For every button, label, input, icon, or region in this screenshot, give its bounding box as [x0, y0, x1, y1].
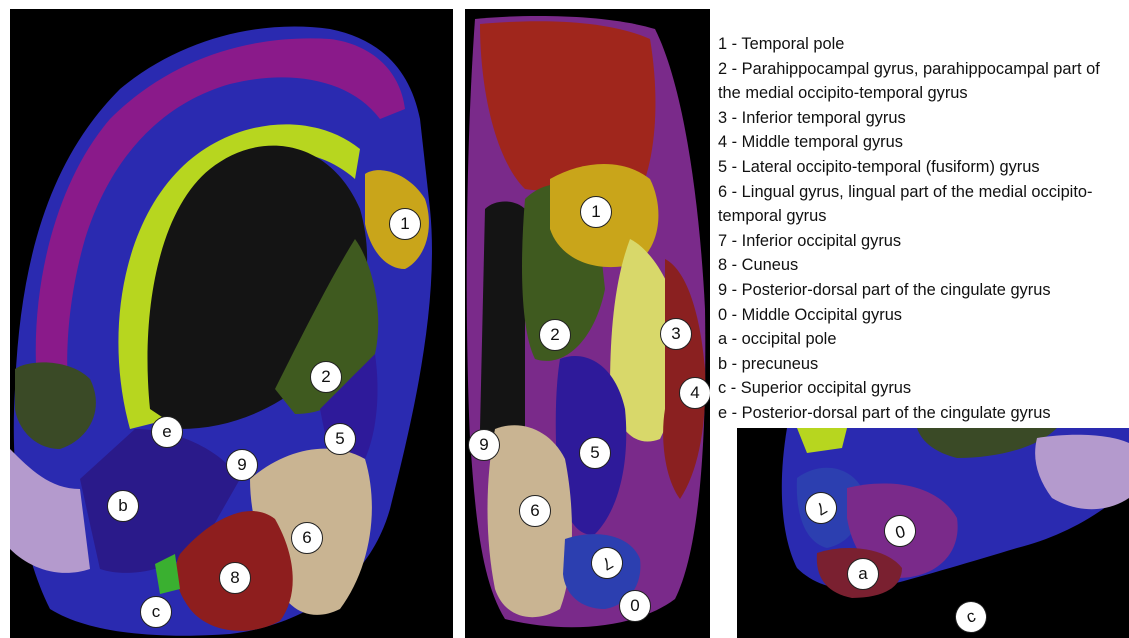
medial-view-panel: 1 2 5 e 9 b 6 8 c	[10, 9, 453, 638]
ventral-view-panel: 1 2 3 4 9 5 6 7 0	[465, 9, 710, 638]
legend-item-0: 0 - Middle Occipital gyrus	[718, 303, 1123, 328]
marker-medial-5: 5	[324, 423, 356, 455]
marker-ventral-2: 2	[539, 319, 571, 351]
marker-ventral-5: 5	[579, 437, 611, 469]
marker-ventral-6: 6	[519, 495, 551, 527]
legend-item-3: 3 - Inferior temporal gyrus	[718, 106, 1123, 131]
marker-medial-e: e	[151, 416, 183, 448]
legend-item-1: 1 - Temporal pole	[718, 32, 1123, 57]
legend: 1 - Temporal pole 2 - Parahippocampal gy…	[718, 32, 1123, 426]
marker-medial-6: 6	[291, 522, 323, 554]
legend-item-a: a - occipital pole	[718, 327, 1123, 352]
legend-item-2: 2 - Parahippocampal gyrus, parahippocamp…	[718, 57, 1123, 106]
marker-medial-2: 2	[310, 361, 342, 393]
legend-item-b: b - precuneus	[718, 352, 1123, 377]
legend-item-8: 8 - Cuneus	[718, 253, 1123, 278]
medial-brain-illustration	[10, 9, 453, 638]
marker-ventral-9: 9	[468, 429, 500, 461]
legend-item-4: 4 - Middle temporal gyrus	[718, 130, 1123, 155]
marker-ventral-0: 0	[619, 590, 651, 622]
marker-medial-9: 9	[226, 449, 258, 481]
marker-posterior-a: a	[847, 558, 879, 590]
legend-item-7: 7 - Inferior occipital gyrus	[718, 229, 1123, 254]
legend-item-5: 5 - Lateral occipito-temporal (fusiform)…	[718, 155, 1123, 180]
marker-ventral-3: 3	[660, 318, 692, 350]
marker-medial-b: b	[107, 490, 139, 522]
posterior-view-panel: 7 0 a c	[737, 428, 1129, 638]
marker-medial-1: 1	[389, 208, 421, 240]
marker-ventral-4: 4	[679, 377, 710, 409]
marker-medial-c: c	[140, 596, 172, 628]
posterior-brain-illustration	[737, 428, 1129, 638]
legend-item-9: 9 - Posterior-dorsal part of the cingula…	[718, 278, 1123, 303]
marker-ventral-1: 1	[580, 196, 612, 228]
legend-item-e: e - Posterior-dorsal part of the cingula…	[718, 401, 1123, 426]
legend-item-c: c - Superior occipital gyrus	[718, 376, 1123, 401]
legend-item-6: 6 - Lingual gyrus, lingual part of the m…	[718, 180, 1123, 229]
marker-medial-8: 8	[219, 562, 251, 594]
